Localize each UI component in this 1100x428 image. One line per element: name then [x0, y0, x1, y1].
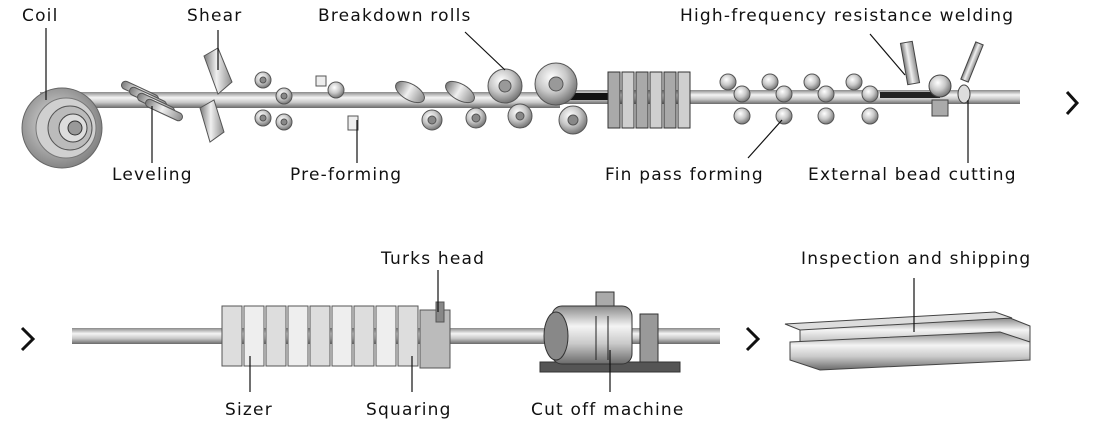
label-sizer: Sizer	[225, 400, 273, 420]
label-external-bead-cutting: External bead cutting	[808, 165, 1017, 185]
hf-welding-graphic	[899, 40, 984, 117]
leader-lines-row2	[249, 270, 915, 392]
label-cut-off-machine: Cut off machine	[531, 400, 685, 420]
label-fin-pass-forming: Fin pass forming	[605, 165, 764, 185]
next-arrow-row2	[745, 326, 761, 352]
leader-lines-row1	[45, 28, 969, 163]
label-squaring: Squaring	[366, 400, 452, 420]
label-hf-welding: High-frequency resistance welding	[680, 6, 1015, 26]
label-breakdown-rolls: Breakdown rolls	[318, 6, 472, 26]
next-arrow-row1	[1065, 90, 1080, 116]
fin-pass-stand	[607, 71, 691, 129]
label-turks-head: Turks head	[381, 249, 486, 269]
leveling-rolls	[120, 80, 184, 122]
label-coil: Coil	[22, 6, 59, 26]
label-leveling: Leveling	[112, 165, 193, 185]
fin-pass-rolls	[719, 73, 879, 125]
stacked-tubes-graphic	[784, 311, 1031, 371]
coil-graphic	[21, 87, 103, 169]
pre-forming-graphic	[315, 75, 359, 131]
pinch-rolls	[254, 71, 293, 131]
breakdown-rolls-graphic	[395, 62, 588, 135]
label-pre-forming: Pre-forming	[290, 165, 403, 185]
label-inspection-shipping: Inspection and shipping	[801, 249, 1032, 269]
shear-graphic	[199, 47, 233, 143]
continue-arrow-row2	[20, 326, 36, 352]
label-shear: Shear	[187, 6, 243, 26]
sizer-stands	[221, 301, 451, 369]
